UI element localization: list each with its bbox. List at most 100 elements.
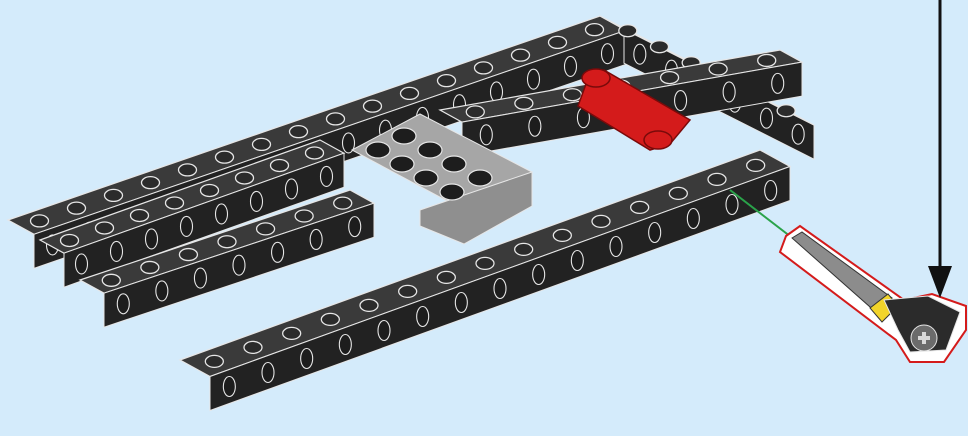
beam-stud [465,105,485,119]
guide-line-icon [729,189,796,241]
cross-axle-icon [918,332,930,344]
beam-stud [707,172,727,187]
beam-hole [249,190,264,212]
beam-hole [179,215,194,237]
beam-hole [722,81,736,103]
beam-stud [399,86,420,101]
beam-stud [562,88,583,102]
beam-stud [591,214,611,229]
beam-hole [309,228,323,251]
beam-hole [377,319,391,342]
beam-stud [178,247,199,262]
beam-hole [193,267,207,289]
beam-hole [74,253,89,275]
beam-stud [436,74,457,88]
brick-stud [441,155,467,173]
beam-stud [708,62,728,76]
brick-stud [413,169,439,187]
beam-stud [214,150,235,164]
beam-hole [674,89,688,112]
beam-stud [101,273,121,287]
down-arrow-icon [928,0,952,298]
beam-hole [271,241,285,263]
beam-stud [584,23,605,37]
beam-stud [362,99,383,113]
beam-hole [155,280,169,302]
beam-stud [333,196,353,210]
beam-side [63,152,345,288]
beam-hole [341,132,356,154]
beam-hole [232,254,246,276]
beam-hole [479,124,493,146]
beam-stud [320,312,340,327]
beam-hole [300,347,314,370]
beam-hole [725,193,739,216]
beam-stud [746,158,766,173]
beam-stud [255,222,276,236]
beam-stud [294,209,314,223]
beam-stud [164,196,185,210]
beam-hole [116,293,130,315]
beam-stud [66,201,87,215]
beam-stud [251,137,272,152]
beam-hole [284,178,299,200]
beam-hole [222,375,236,398]
grey-brick-side [419,171,533,245]
beam-hole [528,115,542,137]
beam-hole [214,203,229,225]
beam-stud [288,125,309,139]
beam-hole [338,333,352,356]
beam-stud [217,235,237,249]
beam-stud [475,256,495,271]
beam-stud [129,208,150,223]
beam-stud [269,158,290,173]
beam-stud [29,214,50,228]
beam-stud [204,354,224,369]
beam-hole [348,216,362,238]
beam-stud [325,112,346,126]
pin-head [883,295,961,353]
beam-hole [771,72,785,94]
beam-stud [398,284,418,299]
beam-hole [144,228,159,250]
beam-hole [319,165,334,187]
axle-shaft [791,231,893,315]
beam-stud [514,242,534,257]
beam-stud [234,171,255,185]
grey-brick-studs [365,127,493,201]
beam-stud [668,186,688,201]
beam-hole [416,305,430,328]
beam-hole [600,43,615,65]
beam-hole [759,107,774,129]
technic-frame [6,15,815,412]
beam-hole [633,43,647,65]
brick-stud [417,141,443,159]
beam-stud [473,61,494,75]
beam-stud [547,35,568,50]
brick-stud [467,169,493,187]
beam-stud [243,340,263,355]
beam-stud [776,104,796,118]
beam-hole [532,263,546,286]
beam-hole [686,207,700,230]
beam-stud [140,260,160,275]
beam-stud [199,183,220,198]
beam-stud [304,146,325,160]
beam-hole [791,123,805,145]
beam-stud [59,233,80,248]
red-connector-end [643,130,673,150]
red-pin-connector [577,68,692,151]
beam-hole [454,291,468,314]
brick-stud [389,155,415,173]
beam-hole [526,68,541,90]
arrow-head [928,266,952,298]
grey-brick-2x4 [350,113,534,245]
beam-stud [514,96,534,110]
beam-hole [109,240,124,262]
brick-stud [439,183,465,201]
beam-hole [648,221,662,244]
beam-stud [177,163,198,177]
beam-stud [552,228,572,243]
beam-hole [563,55,578,77]
